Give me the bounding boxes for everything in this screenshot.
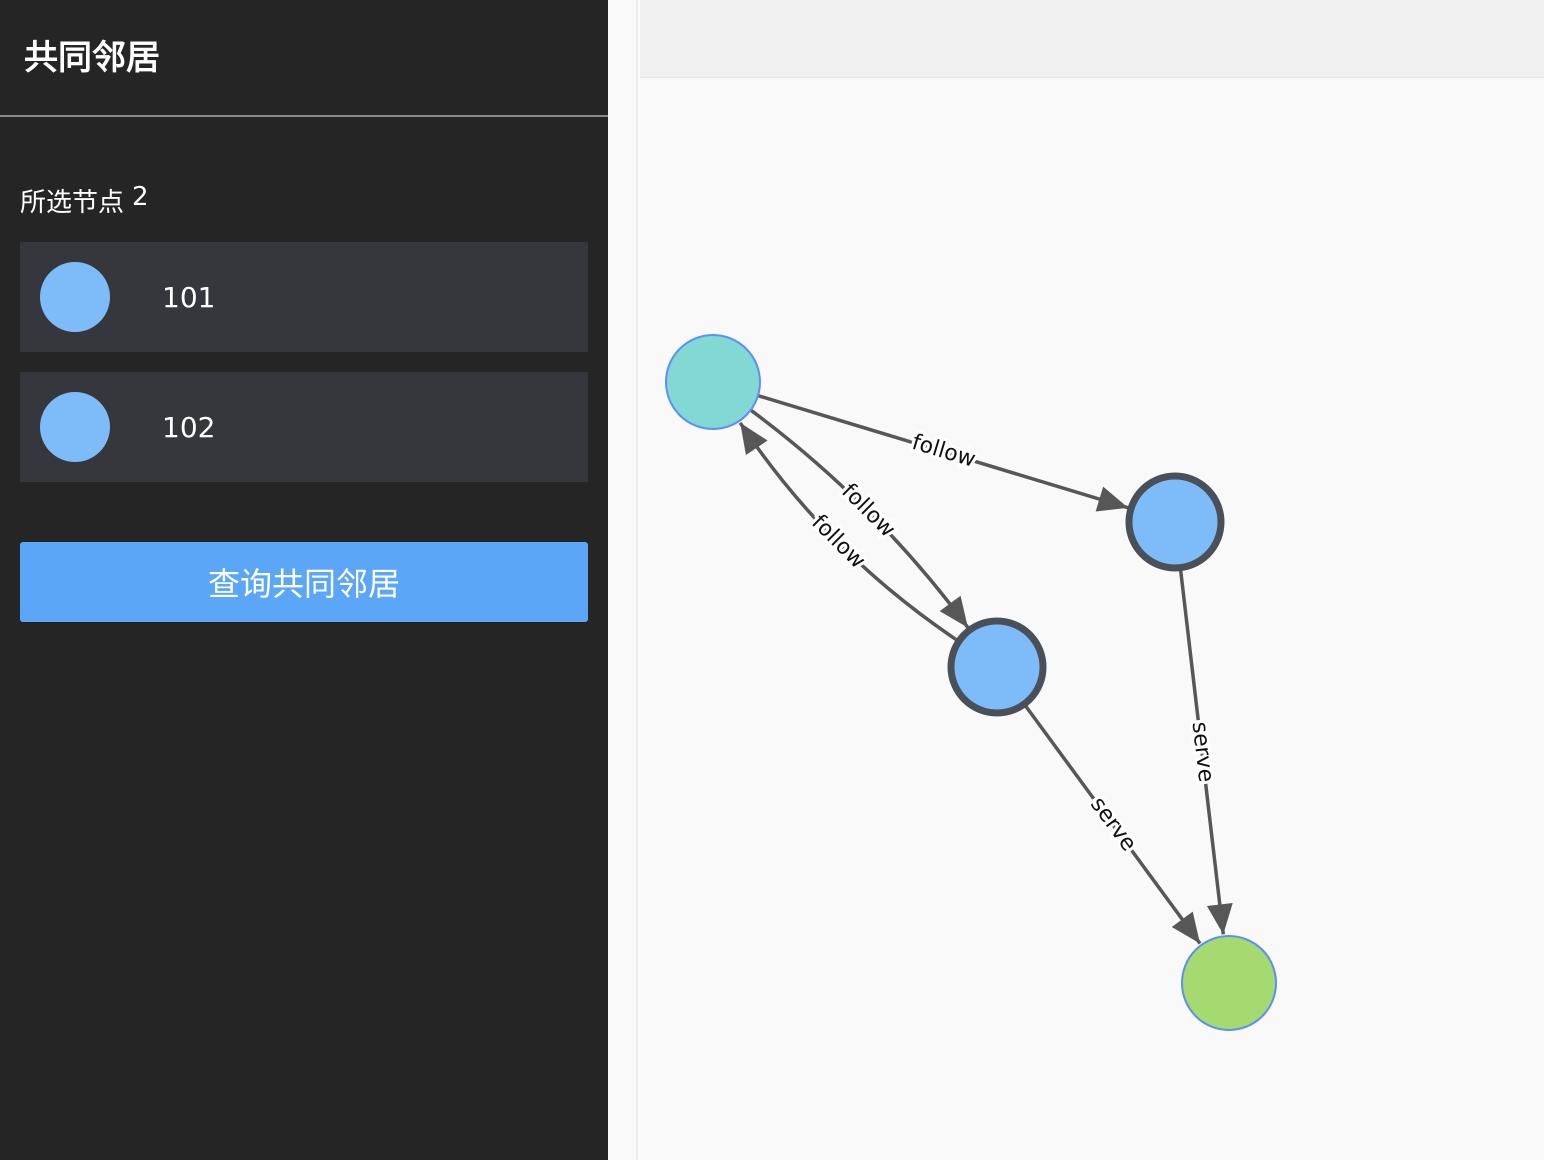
graph-edge[interactable] xyxy=(738,421,959,643)
node-id-label: 102 xyxy=(162,410,216,444)
edges-layer xyxy=(738,393,1233,945)
panel-title: 共同邻居 xyxy=(24,38,160,78)
edge-label: serve xyxy=(1186,720,1218,783)
canvas-toolbar xyxy=(640,0,1544,78)
edge-arrowhead xyxy=(1206,903,1233,935)
edge-arrowhead xyxy=(1095,486,1129,512)
graph-node[interactable] xyxy=(665,334,761,430)
panel-splitter[interactable] xyxy=(608,0,638,1160)
node-color-dot xyxy=(40,392,110,462)
graph-node[interactable] xyxy=(1125,472,1225,572)
graph-node[interactable] xyxy=(947,617,1047,717)
edge-arrowhead xyxy=(740,422,768,455)
sidebar-header: 共同邻居 xyxy=(0,0,608,117)
graph-node[interactable] xyxy=(1181,935,1277,1031)
graph-edge[interactable] xyxy=(757,393,1129,510)
graph-edge[interactable] xyxy=(749,408,970,629)
selected-node-card[interactable]: 102 xyxy=(20,372,588,482)
graph-edge[interactable] xyxy=(1023,703,1202,945)
selected-nodes-count: 2 xyxy=(132,182,149,212)
selected-nodes-label: 所选节点 2 xyxy=(20,182,149,219)
query-common-neighbors-button[interactable]: 查询共同邻居 xyxy=(20,542,588,622)
graph-edge[interactable] xyxy=(1178,568,1226,935)
edge-arrowhead xyxy=(939,595,968,628)
sidebar: 共同邻居 所选节点 2 101 102 查询共同邻居 xyxy=(0,0,608,1160)
edge-arrowhead xyxy=(1171,911,1201,944)
selected-node-card[interactable]: 101 xyxy=(20,242,588,352)
nodes-layer xyxy=(665,334,1277,1031)
selected-nodes-text: 所选节点 xyxy=(20,188,125,218)
edge-label: serve xyxy=(1085,792,1141,856)
node-color-dot xyxy=(40,262,110,332)
edge-label: follow xyxy=(909,430,978,473)
node-id-label: 101 xyxy=(162,280,216,314)
